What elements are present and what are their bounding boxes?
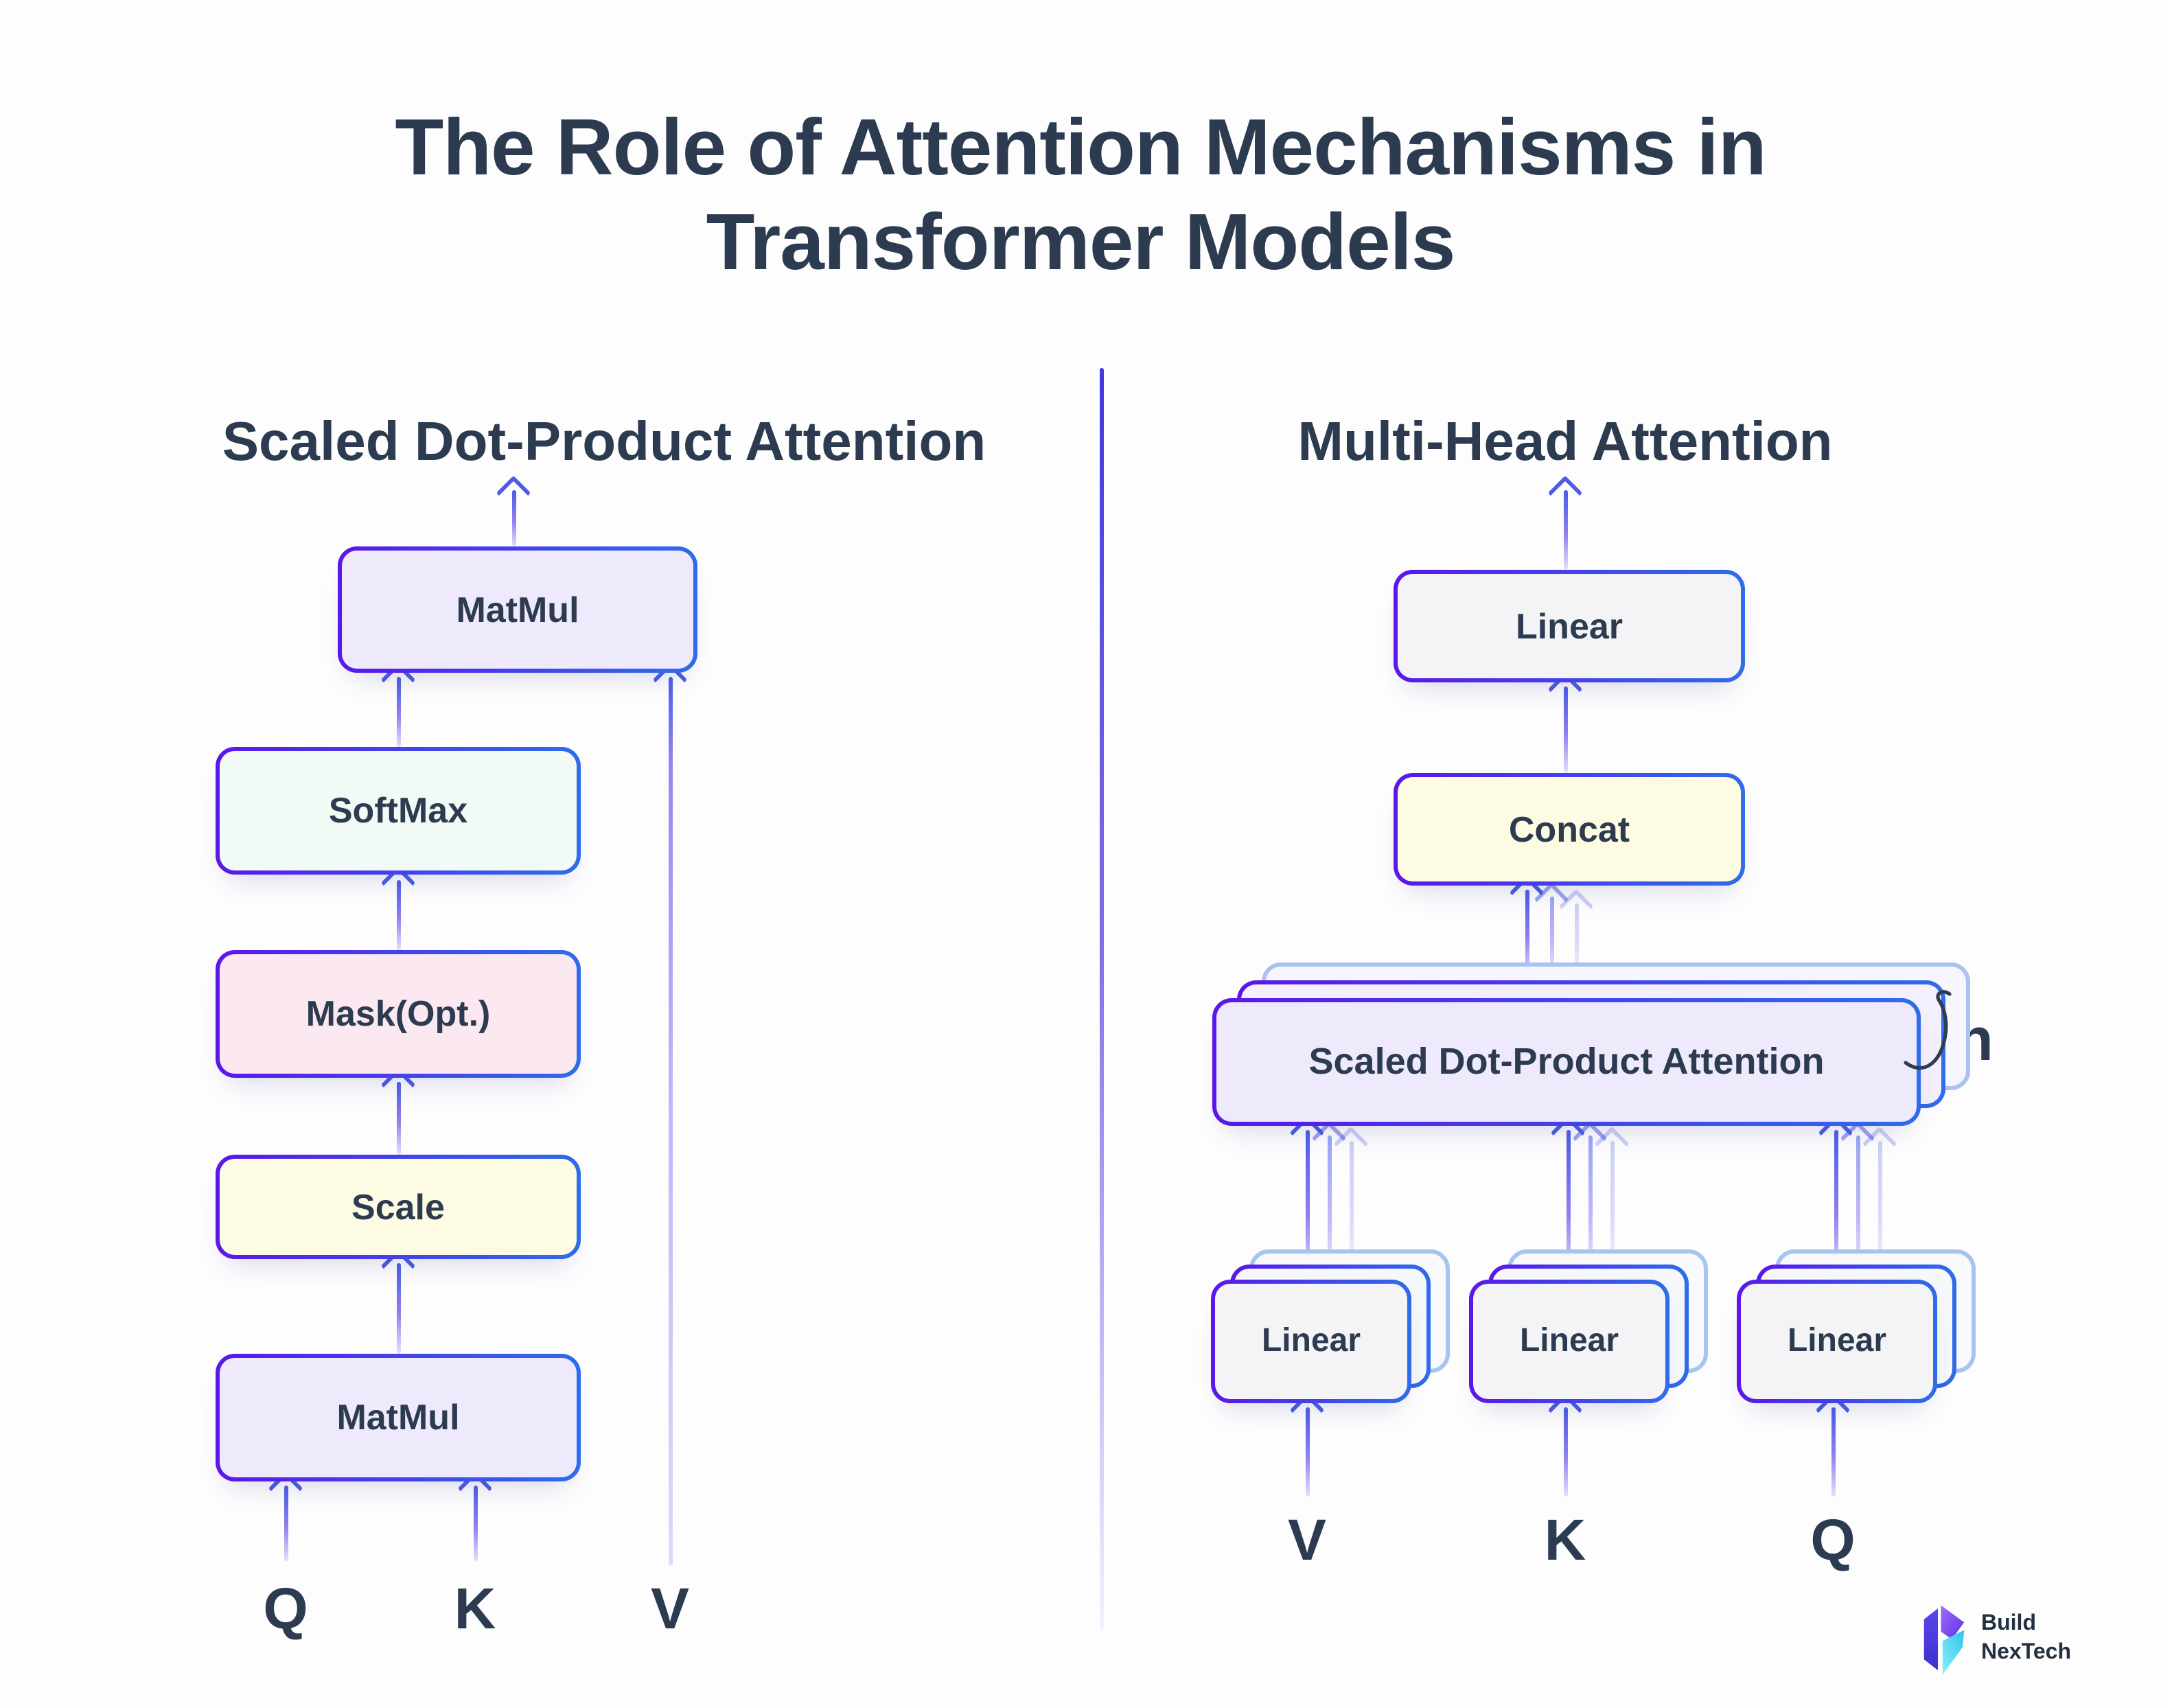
- node-matmul-top-label: MatMul: [456, 588, 579, 630]
- input-label-q-right: Q: [1810, 1508, 1856, 1572]
- right-panel-heading: Multi-Head Attention: [1297, 412, 1833, 472]
- node-concat-label: Concat: [1508, 808, 1630, 849]
- arrow-softmax-to-matmul: [380, 662, 416, 747]
- arrow-stem: [396, 1082, 400, 1155]
- arrow-stem: [1588, 1135, 1592, 1285]
- lines-q-to-sdpa-1: [1818, 1115, 1853, 1285]
- arrow-stem: [1327, 1135, 1331, 1285]
- arrowhead-icon: [1547, 475, 1583, 511]
- node-linear-v: Linear: [1211, 1280, 1411, 1403]
- node-mask-label: Mask(Opt.): [305, 993, 491, 1034]
- arrowhead-icon: [1558, 888, 1594, 924]
- arrow-input-q: [268, 1470, 303, 1561]
- arrow-v-line: [652, 662, 688, 1565]
- node-concat: Concat: [1394, 773, 1745, 886]
- arrow-stem: [1877, 1141, 1882, 1285]
- arrow-input-q-right: [1815, 1392, 1851, 1497]
- arrow-stem: [1563, 1407, 1567, 1497]
- page-title: The Role of Attention Mechanisms in Tran…: [0, 100, 2161, 291]
- arrow-stem: [284, 1486, 288, 1561]
- node-linear-q-label: Linear: [1787, 1322, 1887, 1359]
- panel-divider: [1100, 368, 1104, 1631]
- arrowhead-icon: [1333, 1126, 1369, 1162]
- arrow-sdpa-to-concat-3: [1558, 888, 1594, 979]
- arrow-stem: [1349, 1141, 1353, 1285]
- arrow-input-k: [457, 1470, 493, 1561]
- lines-k-to-sdpa-3: [1594, 1126, 1630, 1285]
- arrowhead-icon: [496, 475, 531, 511]
- node-softmax: SoftMax: [216, 747, 581, 875]
- brand-name-line2: NexTech: [1981, 1641, 2072, 1664]
- left-panel-heading: Scaled Dot-Product Attention: [222, 412, 986, 472]
- arrow-concat-to-linear: [1547, 671, 1583, 773]
- lines-k-to-sdpa-2: [1572, 1120, 1608, 1285]
- arrow-stem: [1834, 1130, 1838, 1285]
- node-matmul-bottom-label: MatMul: [336, 1396, 460, 1438]
- input-label-k-right: K: [1544, 1508, 1586, 1572]
- arrow-matmul-to-scale: [380, 1248, 416, 1354]
- brand-name-line1: Build: [1981, 1612, 2036, 1636]
- arrow-stem: [1563, 686, 1567, 773]
- arrow-stem: [1574, 903, 1578, 979]
- arrow-stem: [1563, 490, 1567, 570]
- node-linear-k-label: Linear: [1519, 1322, 1619, 1359]
- node-matmul-top: MatMul: [338, 546, 697, 673]
- node-sdpa: Scaled Dot-Product Attention: [1212, 998, 1921, 1126]
- input-label-q: Q: [263, 1576, 308, 1641]
- lines-k-to-sdpa-1: [1550, 1115, 1586, 1285]
- heads-connector-curve: [1904, 990, 1952, 1070]
- lines-v-to-sdpa-2: [1311, 1120, 1347, 1285]
- arrow-sdpa-to-concat-1: [1509, 875, 1545, 979]
- arrow-stem: [396, 677, 400, 747]
- node-linear-q: Linear: [1737, 1280, 1937, 1403]
- node-linear-out: Linear: [1394, 570, 1745, 682]
- brand-name: Build NexTech: [1981, 1611, 2071, 1667]
- arrow-input-v-right: [1289, 1392, 1325, 1497]
- brand-logo-mark: [1923, 1605, 1965, 1675]
- node-mask: Mask(Opt.): [216, 950, 581, 1078]
- node-scale: Scale: [216, 1155, 581, 1259]
- arrow-stem: [1305, 1130, 1309, 1285]
- node-linear-k: Linear: [1469, 1280, 1669, 1403]
- arrow-stem: [1549, 897, 1553, 979]
- lines-v-to-sdpa-3: [1333, 1126, 1369, 1285]
- arrow-stem: [396, 880, 400, 950]
- arrow-stem: [1610, 1141, 1614, 1285]
- arrow-stem: [1305, 1407, 1309, 1497]
- lines-q-to-sdpa-3: [1862, 1126, 1897, 1285]
- arrow-stem: [1831, 1407, 1835, 1497]
- arrow-stem: [1566, 1130, 1570, 1285]
- page-title-line1: The Role of Attention Mechanisms in: [395, 102, 1766, 192]
- arrow-stem: [668, 677, 672, 1565]
- brand-logo: Build NexTech: [1919, 1595, 2071, 1683]
- lines-q-to-sdpa-2: [1840, 1120, 1875, 1285]
- node-matmul-bottom: MatMul: [216, 1354, 581, 1481]
- arrow-sdpa-to-concat-2: [1534, 881, 1569, 979]
- lines-v-to-sdpa-1: [1289, 1115, 1325, 1285]
- input-label-v-right: V: [1287, 1508, 1327, 1572]
- arrow-scale-to-mask: [380, 1067, 416, 1155]
- node-linear-v-label: Linear: [1261, 1322, 1361, 1359]
- arrow-stem: [1525, 890, 1529, 979]
- node-scale-label: Scale: [351, 1186, 445, 1227]
- arrow-stem: [396, 1263, 400, 1354]
- arrow-stem: [511, 490, 516, 546]
- input-label-v: V: [650, 1576, 690, 1641]
- arrow-input-k-right: [1547, 1392, 1583, 1497]
- arrow-left-output: [496, 475, 531, 546]
- arrow-stem: [473, 1486, 477, 1561]
- arrow-right-output: [1547, 475, 1583, 570]
- input-label-k: K: [454, 1576, 496, 1641]
- page-title-line2: Transformer Models: [706, 198, 1456, 288]
- node-sdpa-label: Scaled Dot-Product Attention: [1308, 1041, 1825, 1082]
- node-linear-out-label: Linear: [1515, 605, 1623, 646]
- arrow-stem: [1856, 1135, 1860, 1285]
- node-softmax-label: SoftMax: [328, 789, 468, 831]
- arrowhead-icon: [1594, 1126, 1630, 1162]
- arrow-mask-to-softmax: [380, 865, 416, 950]
- arrowhead-icon: [1862, 1126, 1897, 1162]
